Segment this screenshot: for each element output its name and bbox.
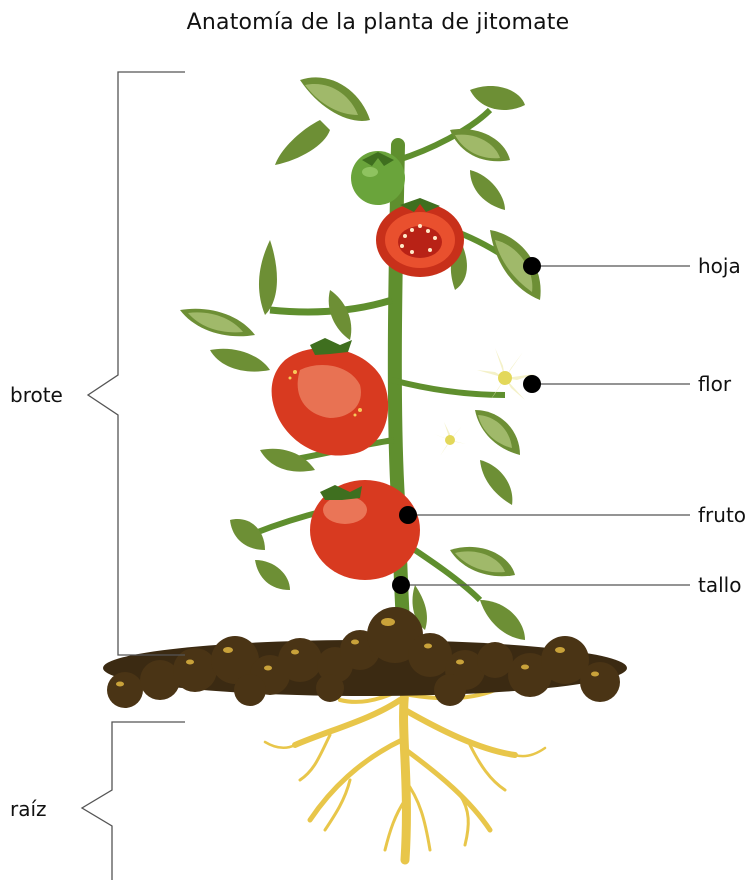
- fruit-tomato: [310, 480, 420, 580]
- stem-dot: [392, 576, 410, 594]
- roots: [265, 690, 545, 860]
- leaf-dot: [523, 257, 541, 275]
- label-root: raíz: [10, 797, 47, 821]
- soil: [103, 607, 627, 708]
- label-fruit: fruto: [698, 503, 746, 527]
- branch: [392, 380, 505, 395]
- leader-lines: [401, 266, 690, 585]
- shoot-bracket: [88, 72, 185, 655]
- label-leaf: hoja: [698, 254, 741, 278]
- label-stem: tallo: [698, 573, 741, 597]
- root-bracket: [82, 722, 185, 880]
- label-flower: flor: [698, 372, 731, 396]
- label-shoot: brote: [10, 383, 63, 407]
- flowers: [434, 348, 535, 456]
- fruit-dot: [399, 506, 417, 524]
- large-tomato: [272, 338, 389, 456]
- flower-dot: [523, 375, 541, 393]
- unripe-tomato: [351, 151, 405, 205]
- sliced-tomato: [376, 198, 464, 277]
